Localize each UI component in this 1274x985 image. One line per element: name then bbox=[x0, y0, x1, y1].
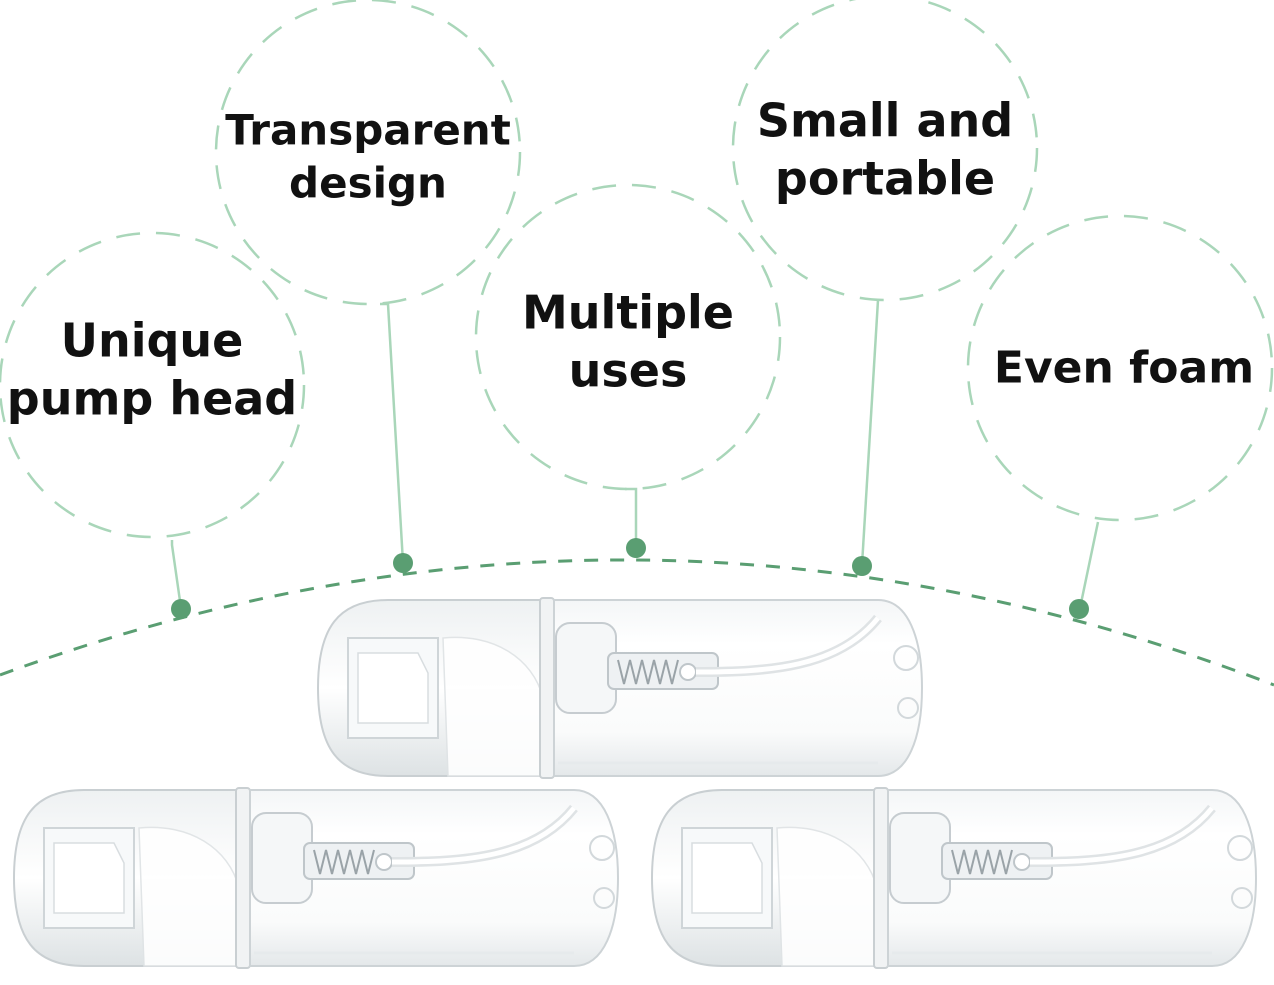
feature-label-unique-pump-head: Unique pump head bbox=[7, 313, 297, 428]
feature-line-2: portable bbox=[774, 151, 996, 205]
feature-line-1: Small and bbox=[756, 93, 1014, 148]
feature-line-1: Transparent bbox=[225, 105, 511, 155]
feature-line-1: Multiple bbox=[522, 285, 734, 340]
circle-even-foam bbox=[966, 214, 1274, 522]
connector-lines bbox=[170, 299, 1100, 609]
dot-even-foam bbox=[1069, 599, 1089, 619]
circle-multiple-uses bbox=[474, 183, 782, 491]
feature-label-multiple-uses: Multiple uses bbox=[522, 285, 734, 400]
circle-unique-pump-head bbox=[0, 231, 306, 539]
circle-transparent-design bbox=[214, 0, 522, 306]
feature-line-1: Even foam bbox=[993, 342, 1255, 394]
feature-line-1: Unique bbox=[60, 313, 244, 368]
feature-label-even-foam: Even foam bbox=[994, 341, 1254, 396]
dot-multiple-uses bbox=[626, 538, 646, 558]
dot-transparent-design bbox=[393, 553, 413, 573]
connector-dots bbox=[171, 538, 1089, 619]
bottle-top bbox=[318, 598, 922, 778]
feature-line-2: uses bbox=[568, 343, 688, 397]
feature-label-small-and-portable: Small and portable bbox=[757, 93, 1013, 208]
bottle-bottom-left bbox=[14, 788, 618, 968]
feature-circles bbox=[0, 0, 1274, 539]
feature-line-2: design bbox=[289, 158, 447, 207]
feature-line-2: pump head bbox=[6, 371, 298, 425]
feature-label-transparent-design: Transparent design bbox=[225, 105, 511, 210]
bottle-bottom-right bbox=[652, 788, 1256, 968]
circle-small-and-portable bbox=[731, 0, 1039, 302]
dot-unique-pump-head bbox=[171, 599, 191, 619]
dot-small-and-portable bbox=[852, 556, 872, 576]
arc-dashed-line bbox=[0, 558, 1274, 687]
